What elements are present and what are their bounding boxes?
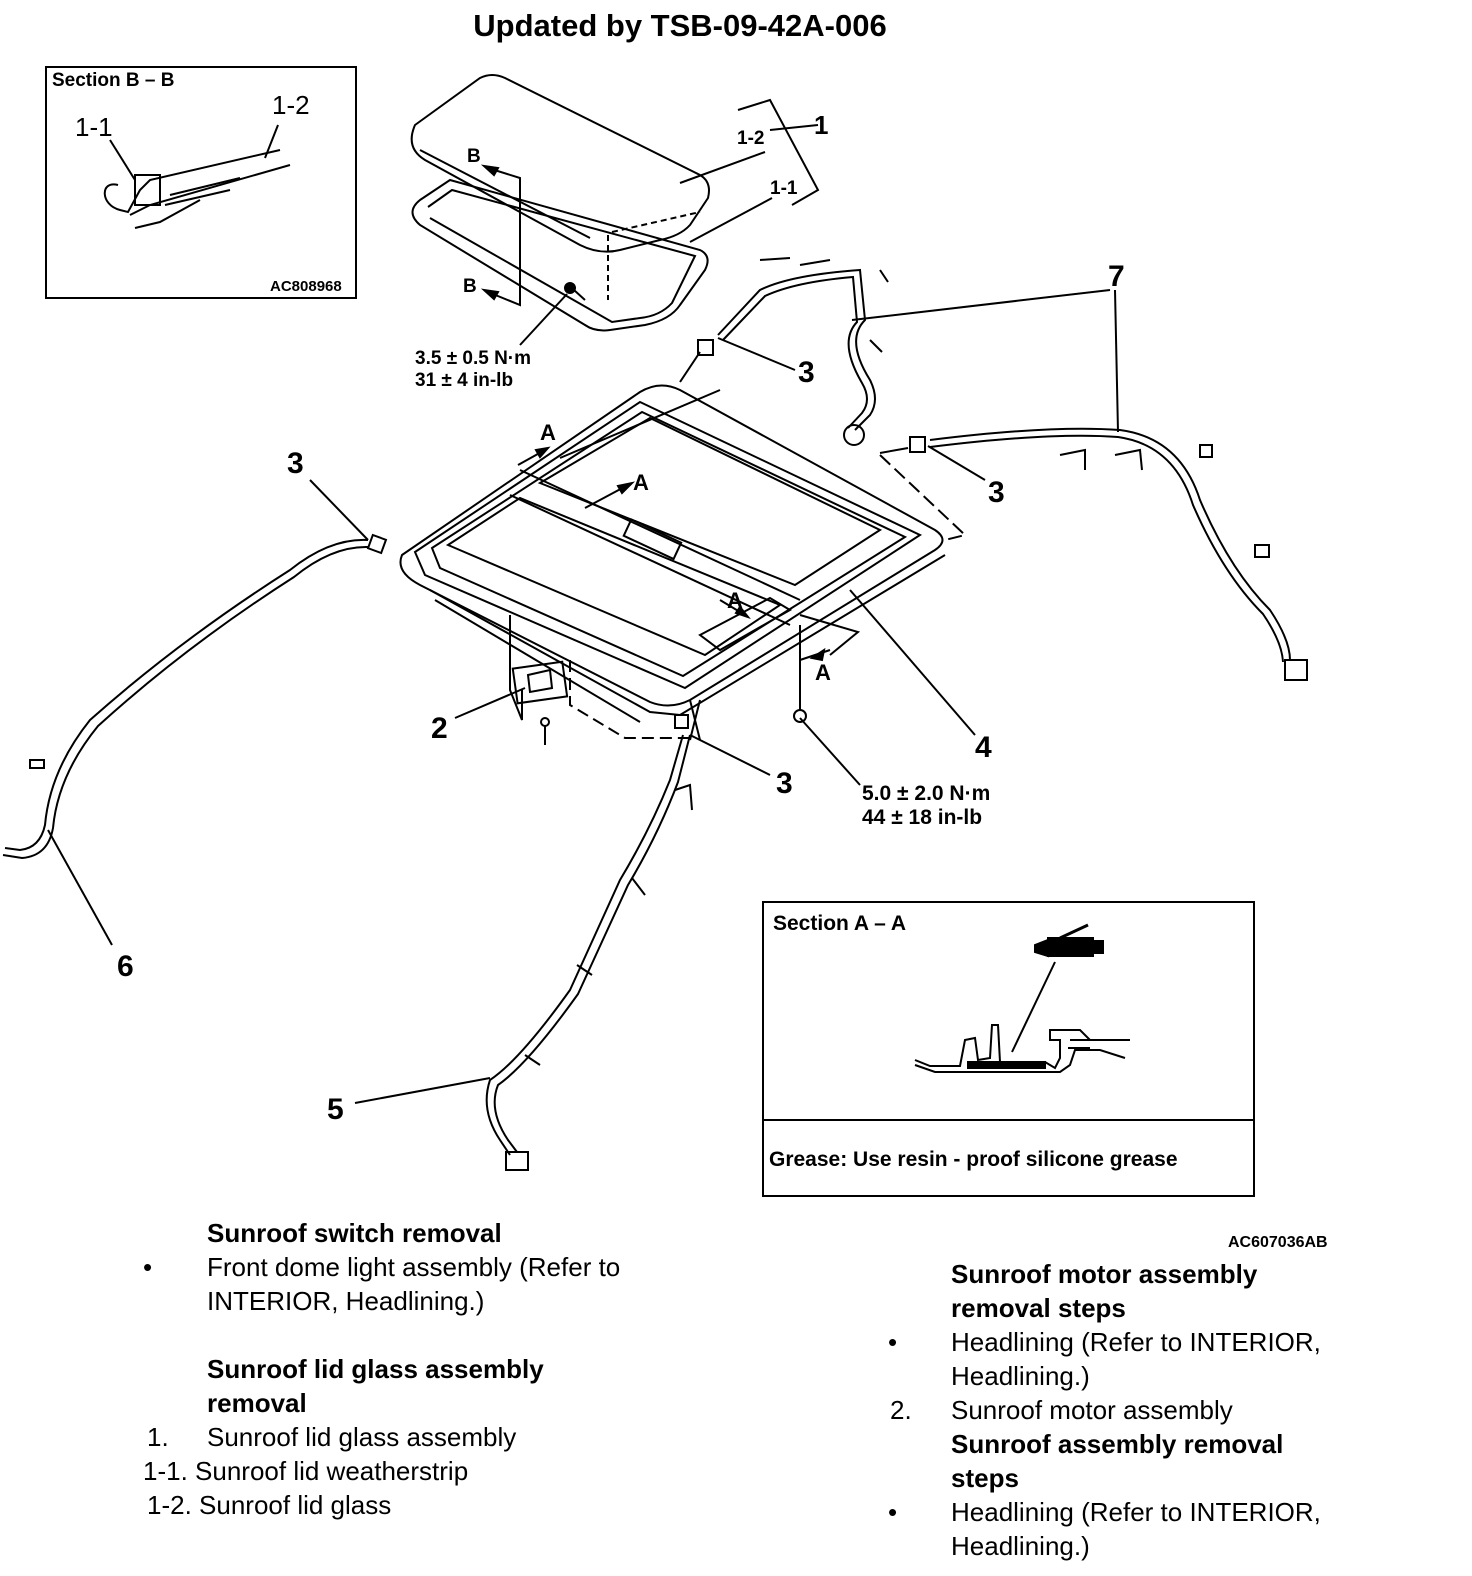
callout-5: 5	[327, 1093, 344, 1126]
lid-removal-heading-line1: Sunroof lid glass assembly	[207, 1354, 544, 1384]
item-1-number: 1.	[147, 1422, 169, 1452]
motor-step-1-line1: Headlining (Refer to INTERIOR,	[951, 1327, 1321, 1357]
torque-lid-nm: 3.5 ± 0.5 N·m	[415, 348, 532, 369]
item-1-1: 1-1. Sunroof lid weatherstrip	[143, 1456, 469, 1486]
callout-1: 1	[814, 110, 829, 140]
callout-6: 6	[117, 950, 134, 983]
section-b-label-1-2: 1-2	[272, 90, 310, 120]
lid-removal-heading-line2: removal	[207, 1388, 307, 1418]
bullet: •	[888, 1497, 898, 1527]
torque-frame-inlb: 44 ± 18 in-lb	[862, 806, 983, 829]
switch-step-1-line1: Front dome light assembly (Refer to	[207, 1252, 621, 1282]
b-section-line	[487, 167, 521, 307]
a-arrow-1: A	[540, 420, 556, 445]
section-a-title: Section A – A	[773, 912, 907, 935]
drain-hose-6	[2, 479, 388, 946]
assy-step-1-line2: Headlining.)	[951, 1531, 1090, 1561]
assy-heading-line1: Sunroof assembly removal	[951, 1429, 1284, 1459]
b-arrow-bottom: B	[463, 276, 477, 297]
grease-note: Grease: Use resin - proof silicone greas…	[769, 1148, 1178, 1171]
lid-glass-drawing	[410, 74, 710, 300]
callout-2: 2	[431, 712, 448, 745]
section-a-box	[762, 901, 1255, 1197]
sunroof-frame-drawing	[399, 384, 968, 741]
switch-removal-heading: Sunroof switch removal	[207, 1218, 502, 1248]
section-b-code: AC808968	[270, 278, 342, 295]
section-b-label-1-1: 1-1	[75, 112, 113, 142]
a-arrow-4: A	[815, 660, 831, 685]
item-1: Sunroof lid glass assembly	[207, 1422, 517, 1452]
grease-gun-icon	[1034, 923, 1104, 958]
torque-lid-inlb: 31 ± 4 in-lb	[415, 370, 514, 391]
item-2-number: 2.	[890, 1395, 912, 1425]
callout-3-top: 3	[798, 356, 815, 389]
a-arrow-2: A	[633, 470, 649, 495]
drain-hose-7-upper	[679, 257, 889, 446]
lid-bolt	[564, 282, 576, 294]
page-title: Updated by TSB-09-42A-006	[473, 8, 887, 43]
item-2: Sunroof motor assembly	[951, 1395, 1233, 1425]
section-a-profile	[914, 1024, 1130, 1073]
drain-hose-5	[354, 714, 771, 1171]
a-arrow-3: A	[727, 588, 743, 613]
item-1-2: 1-2. Sunroof lid glass	[147, 1490, 392, 1520]
motor-heading-line1: Sunroof motor assembly	[951, 1259, 1258, 1289]
section-b-detail	[103, 124, 291, 229]
callout-7: 7	[1108, 260, 1125, 293]
motor-step-1-line2: Headlining.)	[951, 1361, 1090, 1391]
callout-4: 4	[975, 731, 992, 764]
assy-step-1-line1: Headlining (Refer to INTERIOR,	[951, 1497, 1321, 1527]
weatherstrip-drawing	[411, 178, 709, 332]
callout-3-bottom: 3	[776, 767, 793, 800]
bullet: •	[143, 1252, 153, 1282]
figure-code: AC607036AB	[1228, 1234, 1328, 1251]
callout-1-2: 1-2	[737, 128, 765, 149]
callout-3-right: 3	[988, 476, 1005, 509]
b-arrow-top: B	[467, 146, 481, 167]
callout-3-left: 3	[287, 447, 304, 480]
section-b-title: Section B – B	[52, 70, 175, 91]
callout-1-1: 1-1	[770, 178, 798, 199]
motor-drawing	[454, 615, 569, 745]
torque-frame-nm: 5.0 ± 2.0 N·m	[862, 782, 991, 805]
drain-hose-7-right	[909, 427, 1308, 681]
section-b-box	[45, 66, 357, 299]
bullet: •	[888, 1327, 898, 1357]
motor-heading-line2: removal steps	[951, 1293, 1126, 1323]
assy-heading-line2: steps	[951, 1463, 1019, 1493]
switch-step-1-line2: INTERIOR, Headlining.)	[207, 1286, 485, 1316]
